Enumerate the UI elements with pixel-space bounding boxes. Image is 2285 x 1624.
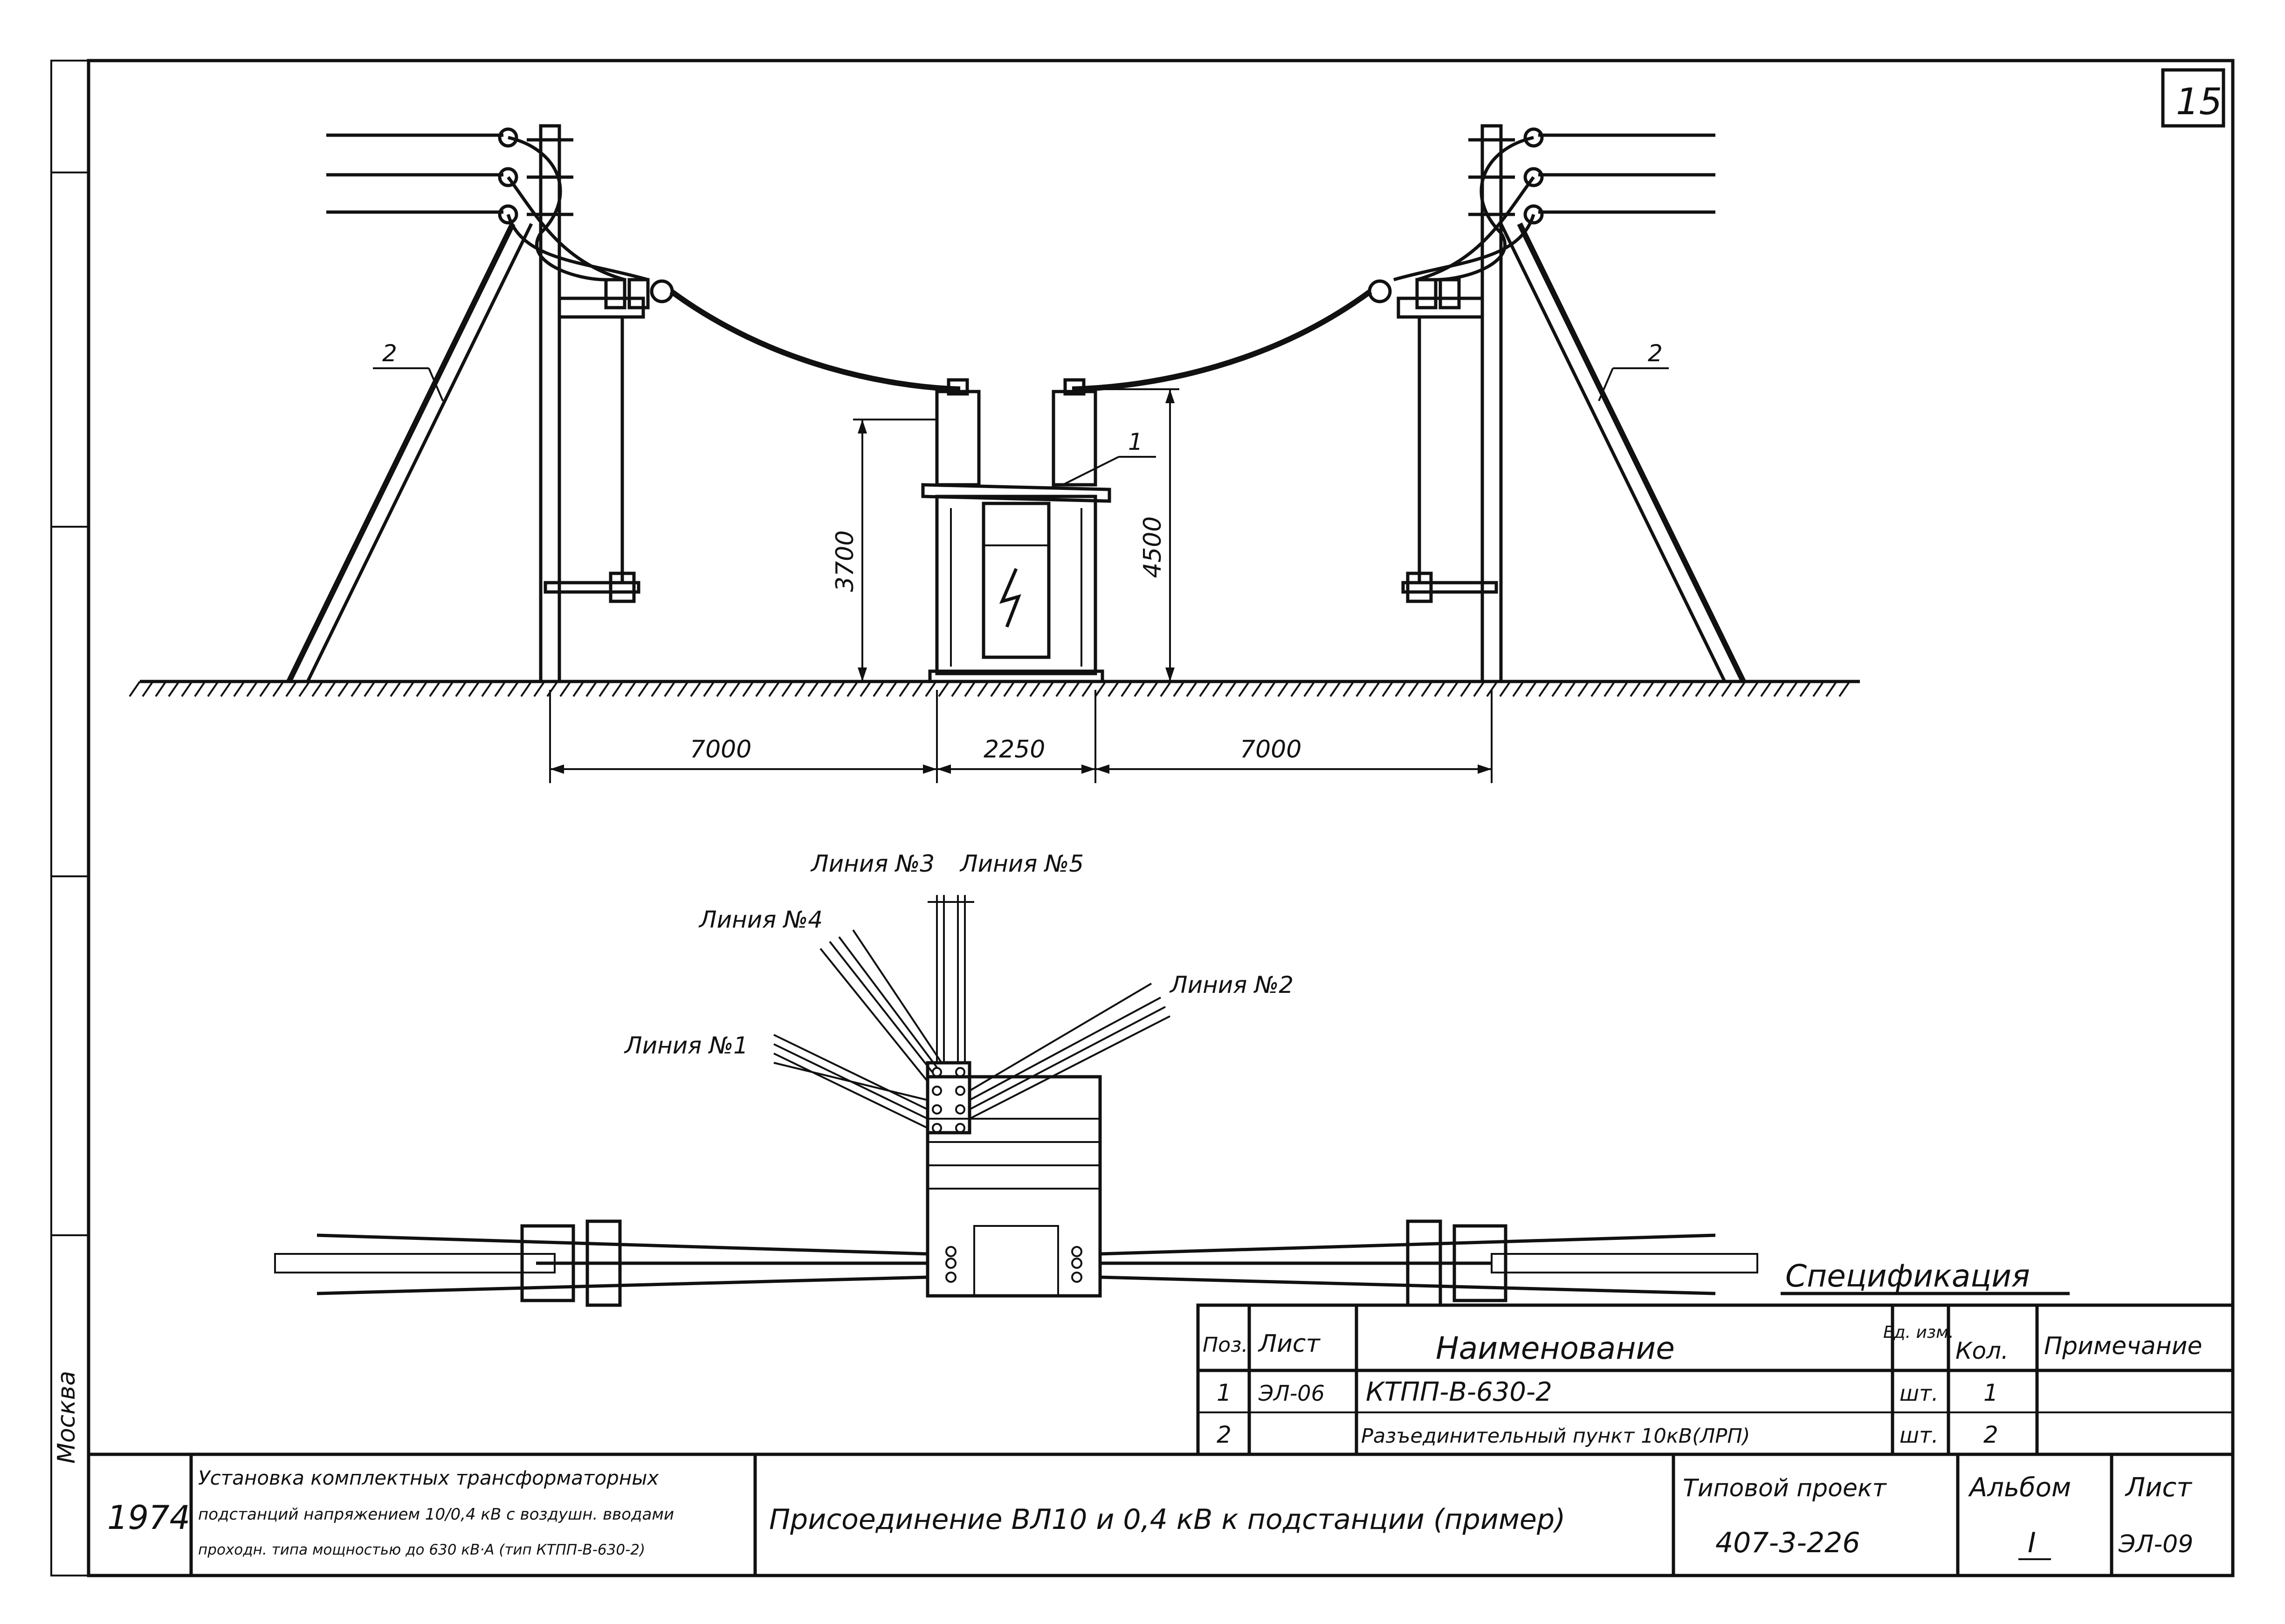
dimension-3700: 3700 [831, 419, 937, 681]
plan-substation [926, 1061, 1102, 1298]
plan-view: Линия №1 Линия №2 Линия №3 Линия №4 Лини… [274, 850, 1758, 1307]
label-line-4: Линия №4 [698, 906, 823, 933]
callout-2-left: 2 [382, 340, 397, 367]
spec-row2-name: Разъединительный пункт 10кВ(ЛРП) [1361, 1424, 1750, 1448]
callout-left-pole: 2 [373, 340, 444, 401]
ground-line [129, 680, 1860, 697]
plan-radial-lines [773, 895, 1170, 1129]
album-label: Альбом [1968, 1473, 2071, 1503]
spec-header-unit: Ед. изм. [1883, 1323, 1954, 1342]
spec-row1-unit: шт. [1900, 1381, 1939, 1406]
title-block: 1974 Установка комплектных трансформатор… [87, 1452, 2235, 1577]
title-desc-line2: подстанций напряжением 10/0,4 кВ с возду… [198, 1505, 674, 1524]
horizontal-dimensions: 7000 2250 7000 [549, 690, 1493, 783]
sheet-frame: Москва [50, 59, 2235, 1577]
spec-header-pos: Поз. [1203, 1333, 1248, 1357]
sheet-number-box: 15 [2161, 68, 2225, 128]
dim-right-span: 7000 [1240, 736, 1301, 764]
spec-header-name: Наименование [1436, 1330, 1675, 1366]
elevation-view: 3700 4500 1 2 2 [129, 124, 1860, 783]
dimension-4500: 4500 [1095, 388, 1179, 681]
album-number: I [2028, 1527, 2036, 1559]
title-desc-line1: Установка комплектных трансформаторных [198, 1466, 659, 1489]
dim-middle-span: 2250 [984, 736, 1045, 764]
dim-cable-height: 4500 [1139, 516, 1167, 578]
label-line-1: Линия №1 [624, 1032, 748, 1059]
label-line-2: Линия №2 [1169, 971, 1294, 998]
label-line-5: Линия №5 [959, 850, 1084, 877]
spec-row1-sheet: ЭЛ-06 [1258, 1381, 1325, 1406]
callout-1: 1 [1128, 428, 1143, 455]
callout-substation: 1 [1062, 428, 1156, 486]
callout-right-pole: 2 [1598, 340, 1669, 401]
left-pole [286, 124, 674, 683]
spec-header-sheet: Лист [1258, 1330, 1321, 1358]
callout-2-right: 2 [1648, 340, 1663, 367]
spec-header-qty: Кол. [1955, 1337, 2009, 1364]
spec-row2-qty: 2 [1983, 1421, 1998, 1448]
sheet-number: 15 [2176, 81, 2222, 123]
substation-cables [669, 289, 1372, 392]
spec-title: Спецификация [1785, 1258, 2030, 1294]
dim-transformer-height: 3700 [831, 530, 859, 592]
spec-row2-pos: 2 [1217, 1421, 1232, 1448]
right-pole [1368, 124, 1746, 683]
sheet-label: Лист [2125, 1473, 2192, 1503]
spec-row1-name: КТПП-В-630-2 [1366, 1377, 1552, 1407]
plan-feeders [274, 1219, 1758, 1307]
title-desc-line3: проходн. типа мощностью до 630 кВ·А (тип… [198, 1541, 645, 1558]
spec-row1-qty: 1 [1983, 1379, 1998, 1406]
typical-project-label: Типовой проект [1683, 1474, 1887, 1502]
side-label: Москва [53, 1371, 81, 1464]
transformer-substation [921, 378, 1111, 683]
specification-table: Спецификация Поз. Лист Наименование Ед. … [1196, 1258, 2235, 1456]
title-year: 1974 [107, 1499, 190, 1537]
drawing-title: Присоединение ВЛ10 и 0,4 кВ к подстанции… [769, 1503, 1565, 1536]
dim-left-span: 7000 [690, 736, 751, 764]
spec-row1-pos: 1 [1217, 1379, 1232, 1406]
spec-header-note: Примечание [2044, 1332, 2202, 1360]
overhead-conductors [326, 133, 1715, 214]
spec-row2-unit: шт. [1900, 1423, 1939, 1448]
typical-project-number: 407-3-226 [1715, 1527, 1860, 1559]
label-line-3: Линия №3 [810, 850, 935, 877]
sheet-code: ЭЛ-09 [2118, 1530, 2193, 1558]
